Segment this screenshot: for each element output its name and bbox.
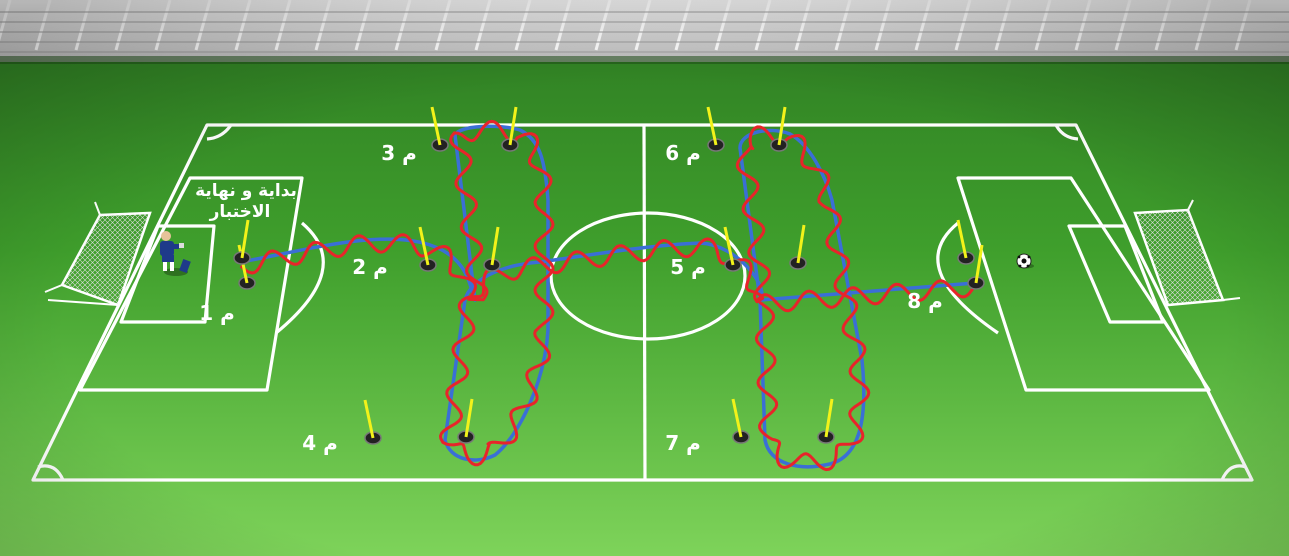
stadium-fence xyxy=(0,0,1289,64)
station-label-5: 5 م xyxy=(670,255,706,279)
station-label-4: 4 م xyxy=(302,431,338,455)
title-line-1: بداية و نهاية xyxy=(195,181,297,201)
station-label-7: 7 م xyxy=(665,431,701,455)
title-line-2: الاختبار xyxy=(209,202,271,222)
station-label-3: 3 م xyxy=(381,141,417,165)
halfway-line xyxy=(642,124,647,481)
station-label-1: 1 م xyxy=(199,301,235,325)
station-label-2: 2 م xyxy=(352,255,388,279)
station-label-8: 8 م xyxy=(907,289,943,313)
station-label-6: 6 م xyxy=(665,141,701,165)
